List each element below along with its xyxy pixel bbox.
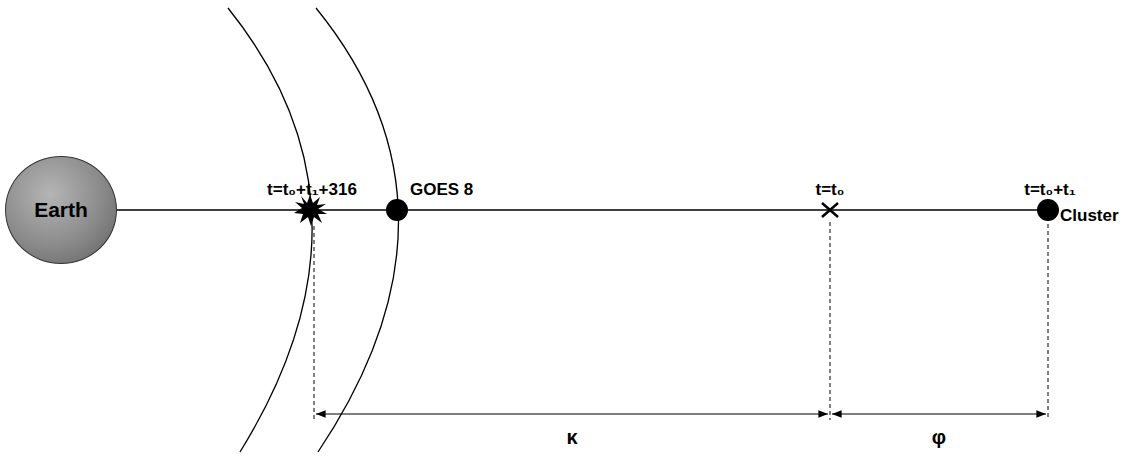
time-label: t=t₀+t₁+316 — [267, 181, 357, 200]
dashed-guide — [314, 222, 1048, 420]
distance-symbol: κ — [564, 426, 579, 448]
spacecraft-dot — [386, 199, 408, 221]
dimension-arrow — [832, 413, 1046, 414]
wavefront-arc — [228, 8, 312, 452]
planet-circle: Earth — [5, 156, 117, 264]
time-label: t=t₀ — [816, 181, 845, 200]
impact-burst — [294, 195, 327, 226]
orbit-line — [408, 209, 1037, 210]
x-mark — [822, 203, 838, 217]
orbit-line — [117, 209, 386, 210]
spacecraft-label: GOES 8 — [410, 181, 473, 200]
spacecraft-label: Cluster — [1060, 207, 1119, 226]
node-label: Earth — [34, 198, 88, 222]
distance-symbol: φ — [930, 426, 948, 448]
dimension-arrow — [316, 413, 828, 414]
spacecraft-dot — [1037, 199, 1059, 221]
time-label: t=t₀+t₁ — [1024, 181, 1076, 200]
wavefront-arc — [316, 8, 399, 452]
